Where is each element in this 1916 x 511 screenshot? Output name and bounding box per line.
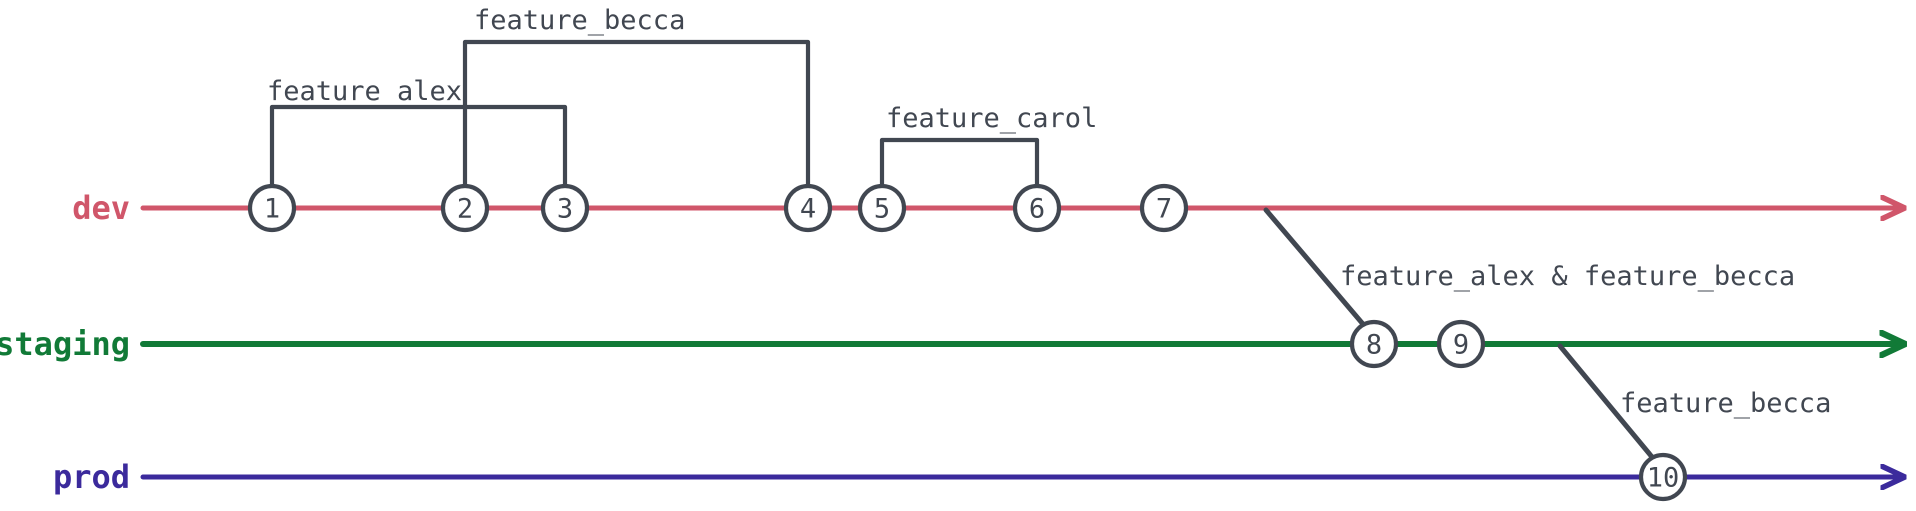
- commit-circle-10: [1638, 452, 1688, 502]
- merge-staging-to-prod-path: [1557, 343, 1660, 466]
- commit-node-4[interactable]: 4: [783, 183, 833, 233]
- commit-circle-7: [1139, 183, 1189, 233]
- commit-node-1[interactable]: 1: [247, 183, 297, 233]
- commit-nodes-group: 1 2 3 4 5 6 7 8 9 10: [247, 183, 1688, 502]
- feature-bracket-feature-becca[interactable]: [462, 39, 811, 189]
- feature-label-feature-carol: feature_carol: [886, 103, 1097, 134]
- commit-number-6: 6: [1029, 194, 1045, 225]
- commit-circle-9: [1436, 319, 1486, 369]
- commit-number-5: 5: [874, 194, 890, 225]
- commit-circle-3: [540, 183, 590, 233]
- merge-dev-to-staging[interactable]: [1263, 207, 1371, 333]
- merge-staging-to-prod-label: feature_becca: [1620, 388, 1831, 419]
- feature-label-feature-alex: feature_alex: [267, 76, 462, 107]
- commit-number-8: 8: [1366, 330, 1382, 361]
- commit-circle-1: [247, 183, 297, 233]
- commit-circle-8: [1349, 319, 1399, 369]
- commit-node-7[interactable]: 7: [1139, 183, 1189, 233]
- commit-node-5[interactable]: 5: [857, 183, 907, 233]
- commit-node-8[interactable]: 8: [1349, 319, 1399, 369]
- branch-label-staging[interactable]: staging: [0, 325, 130, 363]
- commit-node-10[interactable]: 10: [1638, 452, 1688, 502]
- commit-node-2[interactable]: 2: [440, 183, 490, 233]
- feature-bracket-feature-alex[interactable]: [269, 104, 568, 189]
- merge-dev-to-staging-path: [1263, 207, 1371, 333]
- commit-node-9[interactable]: 9: [1436, 319, 1486, 369]
- branch-label-dev[interactable]: dev: [72, 189, 130, 227]
- merge-lines-group: [1263, 207, 1660, 466]
- commit-node-3[interactable]: 3: [540, 183, 590, 233]
- commit-number-4: 4: [800, 194, 816, 225]
- commit-circle-5: [857, 183, 907, 233]
- commit-circle-4: [783, 183, 833, 233]
- commit-number-1: 1: [264, 194, 280, 225]
- text-labels-group: feature_alexfeature_beccafeature_carolfe…: [267, 5, 1831, 419]
- feature-bracket-path-feature-becca: [462, 39, 811, 189]
- feature-label-feature-becca: feature_becca: [474, 5, 685, 36]
- commit-circle-2: [440, 183, 490, 233]
- branch-labels-group: dev staging prod: [0, 189, 130, 496]
- commit-circle-6: [1012, 183, 1062, 233]
- commit-number-3: 3: [557, 194, 573, 225]
- commit-number-2: 2: [457, 194, 473, 225]
- feature-bracket-feature-carol[interactable]: [879, 137, 1040, 189]
- merge-dev-to-staging-label: feature_alex & feature_becca: [1340, 261, 1795, 292]
- merge-staging-to-prod[interactable]: [1557, 343, 1660, 466]
- commit-number-7: 7: [1156, 194, 1172, 225]
- feature-brackets-group: [269, 39, 1040, 189]
- feature-bracket-path-feature-carol: [879, 137, 1040, 189]
- branch-label-prod[interactable]: prod: [53, 458, 130, 496]
- commit-number-9: 9: [1453, 330, 1469, 361]
- commit-node-6[interactable]: 6: [1012, 183, 1062, 233]
- commit-number-10: 10: [1647, 463, 1680, 494]
- feature-bracket-path-feature-alex: [269, 104, 568, 189]
